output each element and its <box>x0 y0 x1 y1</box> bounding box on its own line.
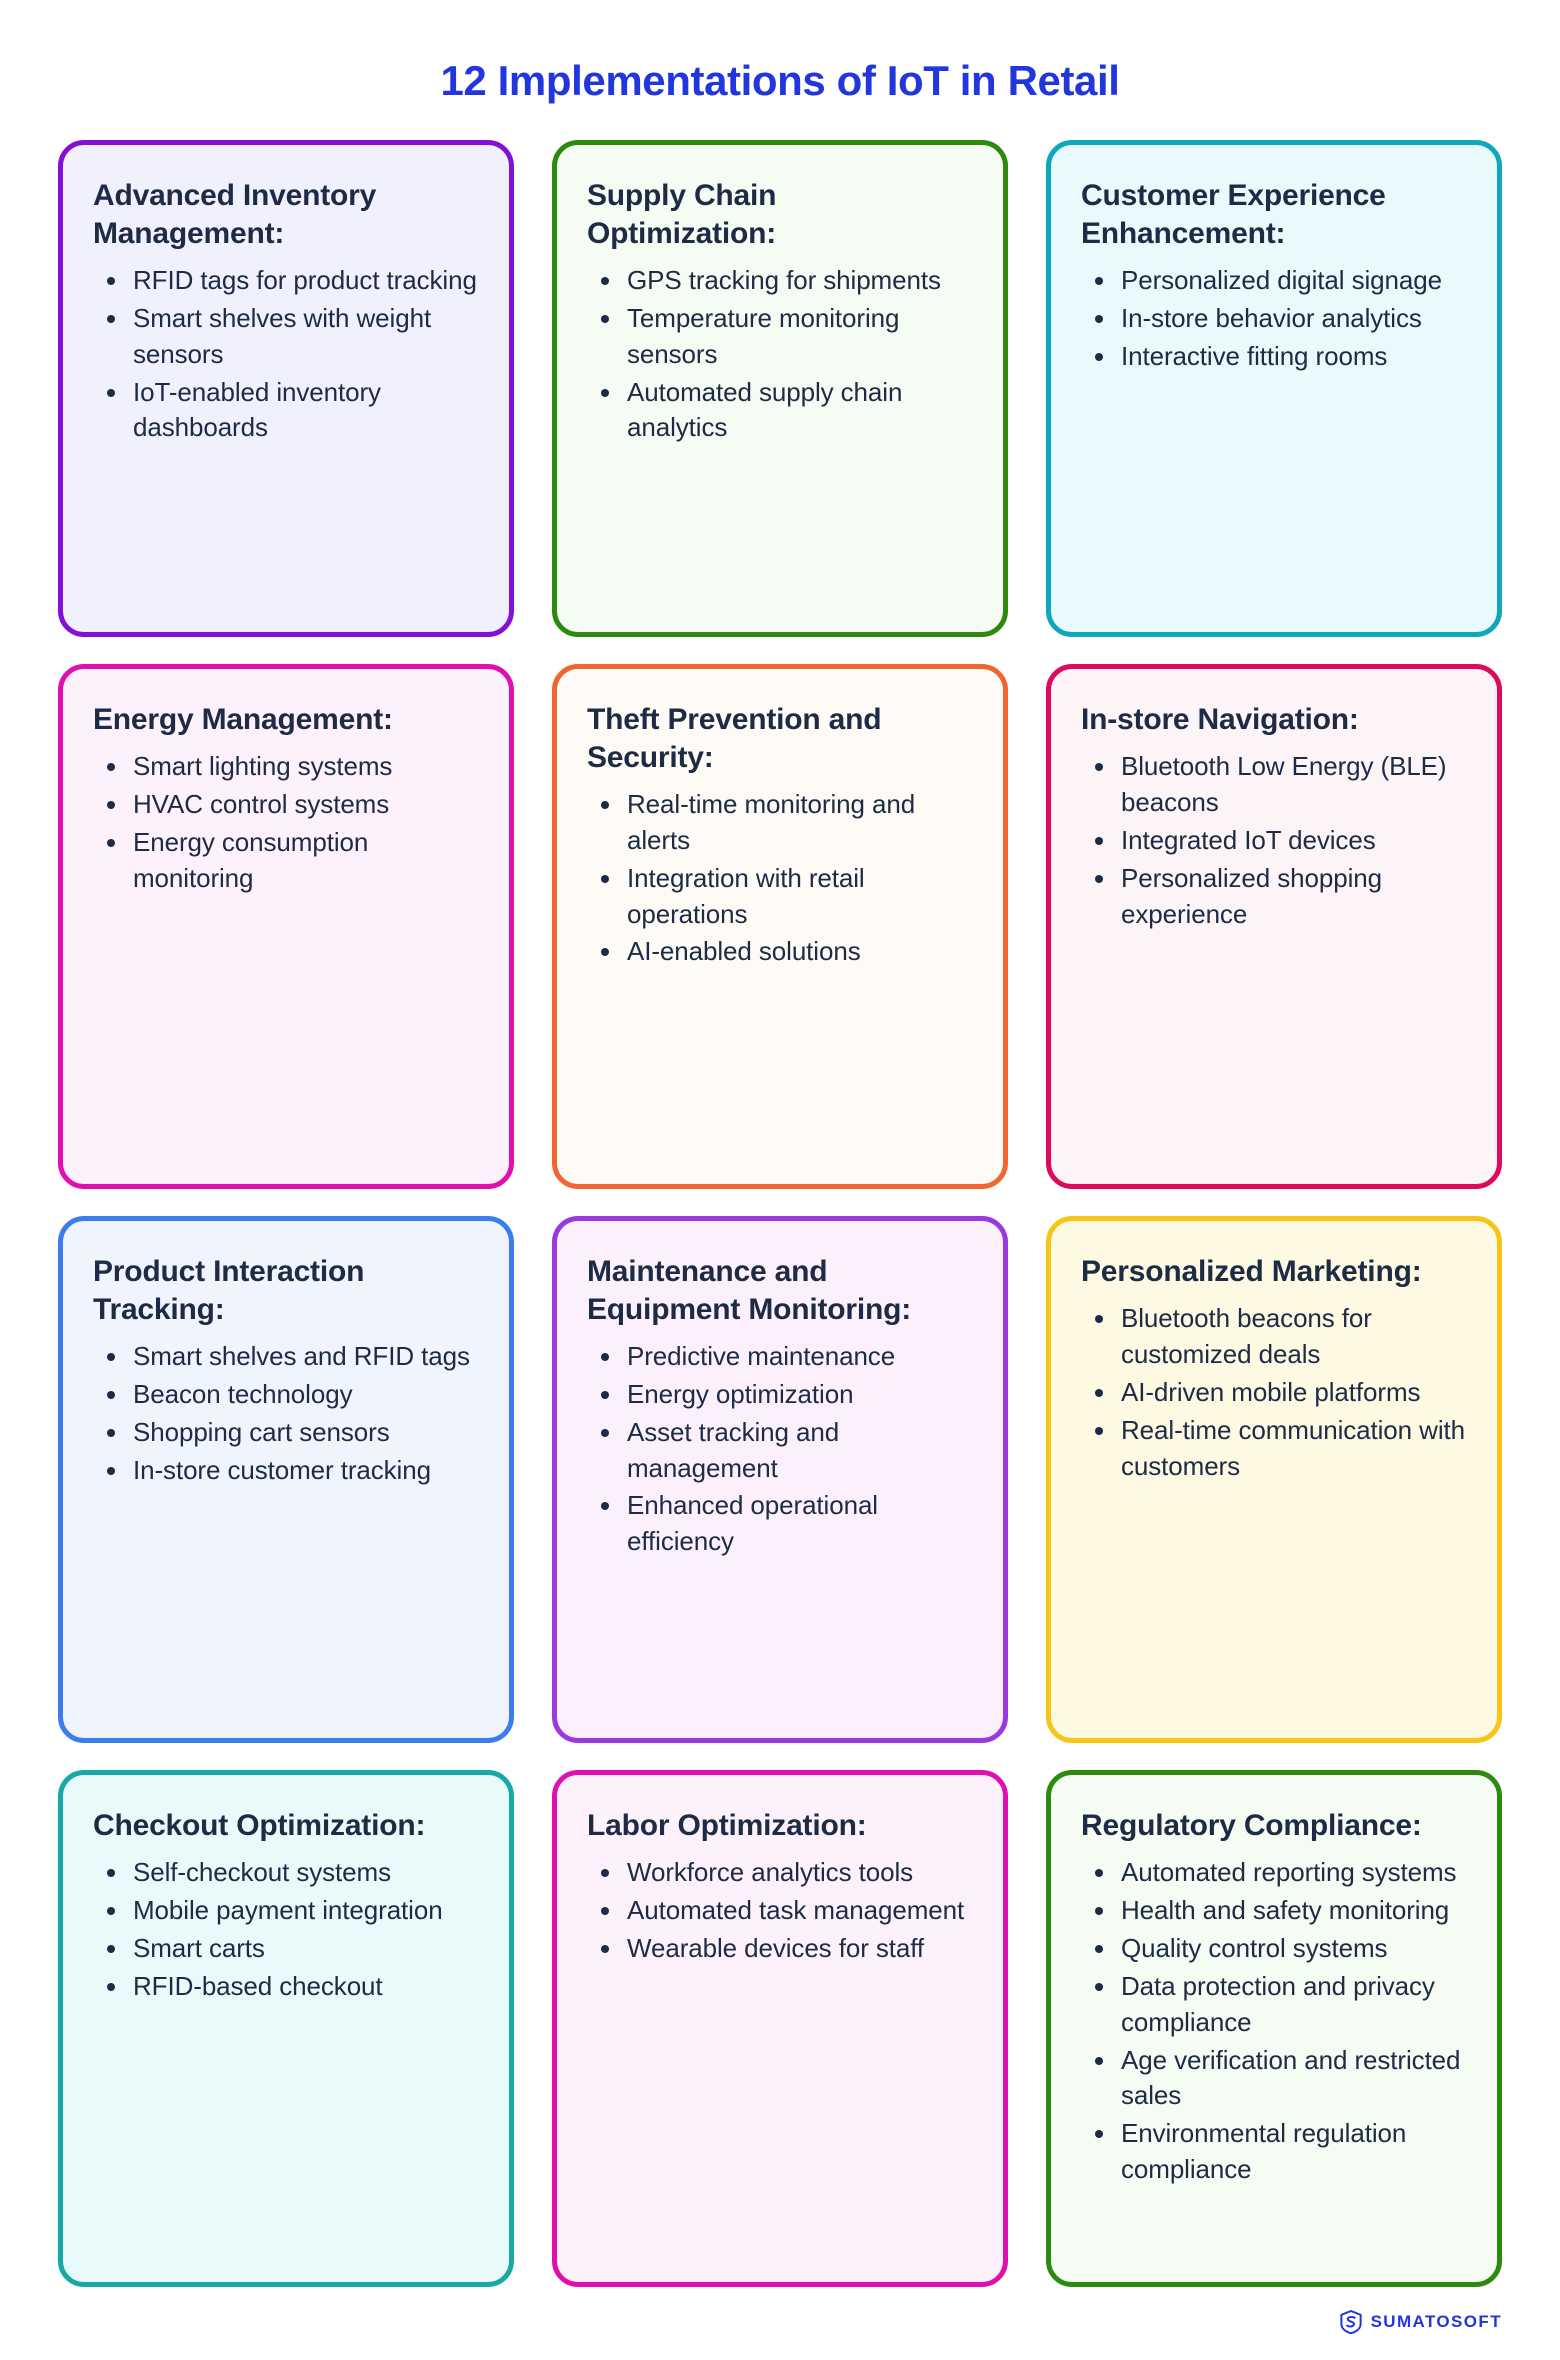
list-item: Interactive fitting rooms <box>1087 339 1467 375</box>
list-item: Personalized shopping experience <box>1087 861 1467 933</box>
cards-grid: Advanced Inventory Management: RFID tags … <box>54 140 1506 2288</box>
list-item: Bluetooth beacons for customized deals <box>1087 1301 1467 1373</box>
list-item: Mobile payment integration <box>99 1893 479 1929</box>
list-item: IoT-enabled inventory dashboards <box>99 375 479 447</box>
list-item: GPS tracking for shipments <box>593 263 973 299</box>
list-item: Integrated IoT devices <box>1087 823 1467 859</box>
card-title: Maintenance and Equipment Monitoring: <box>587 1255 912 1327</box>
list-item: Health and safety monitoring <box>1087 1893 1467 1929</box>
list-item: Enhanced operational efficiency <box>593 1488 973 1560</box>
card: Advanced Inventory Management: RFID tags … <box>58 140 514 638</box>
list-item: RFID tags for product tracking <box>99 263 479 299</box>
card: Personalized Marketing: Bluetooth beacons… <box>1046 1216 1502 1744</box>
list-item: Real-time communication with customers <box>1087 1413 1467 1485</box>
list-item: In-store behavior analytics <box>1087 301 1467 337</box>
list-item: In-store customer tracking <box>99 1453 479 1489</box>
list-item: Workforce analytics tools <box>593 1855 973 1891</box>
list-item: Smart shelves with weight sensors <box>99 301 479 373</box>
list-item: Environmental regulation compliance <box>1087 2116 1467 2188</box>
card: Theft Prevention and Security: Real-time … <box>552 664 1008 1190</box>
list-item: AI-driven mobile platforms <box>1087 1375 1467 1411</box>
card: Supply Chain Optimization: GPS tracking f… <box>552 140 1008 638</box>
list-item: Beacon technology <box>99 1377 479 1413</box>
card-title: Supply Chain Optimization: <box>587 179 777 251</box>
list-item: Smart shelves and RFID tags <box>99 1339 479 1375</box>
sumatosoft-shield-logo-icon <box>1339 2310 1362 2334</box>
card-title: Advanced Inventory Management: <box>93 179 377 251</box>
list-item: RFID-based checkout <box>99 1969 479 2005</box>
card-title: Energy Management: <box>93 703 393 737</box>
list-item: Energy consumption monitoring <box>99 825 479 897</box>
card-title: Checkout Optimization: <box>93 1809 426 1843</box>
list-item: Automated reporting systems <box>1087 1855 1467 1891</box>
list-item: Temperature monitoring sensors <box>593 301 973 373</box>
card-title: Customer Experience Enhancement: <box>1081 179 1386 251</box>
list-item: Asset tracking and management <box>593 1415 973 1487</box>
list-item: Energy optimization <box>593 1377 973 1413</box>
card: Labor Optimization: Workforce analytics t… <box>552 1770 1008 2288</box>
list-item: Integration with retail operations <box>593 861 973 933</box>
footer-brand-name: SUMATOSOFT <box>1370 2312 1502 2331</box>
list-item: Smart carts <box>99 1931 479 1967</box>
list-item: AI-enabled solutions <box>593 934 973 970</box>
list-item: HVAC control systems <box>99 787 479 823</box>
list-item: Real-time monitoring and alerts <box>593 787 973 859</box>
list-item: Age verification and restricted sales <box>1087 2043 1467 2115</box>
card: Regulatory Compliance: Automated reportin… <box>1046 1770 1502 2288</box>
card-title: Regulatory Compliance: <box>1081 1809 1422 1843</box>
card-title: Theft Prevention and Security: <box>587 703 882 775</box>
card-title: Product Interaction Tracking: <box>93 1255 365 1327</box>
page-title: 12 Implementations of IoT in Retail <box>440 57 1120 104</box>
list-item: Predictive maintenance <box>593 1339 973 1375</box>
list-item: Smart lighting systems <box>99 749 479 785</box>
list-item: Bluetooth Low Energy (BLE) beacons <box>1087 749 1467 821</box>
card: Maintenance and Equipment Monitoring: Pre… <box>552 1216 1008 1744</box>
card-title: Personalized Marketing: <box>1081 1255 1422 1289</box>
card: Checkout Optimization: Self-checkout syst… <box>58 1770 514 2288</box>
card: Energy Management: Smart lighting systems… <box>58 664 514 1190</box>
card: Product Interaction Tracking: Smart shelv… <box>58 1216 514 1744</box>
list-item: Quality control systems <box>1087 1931 1467 1967</box>
list-item: Wearable devices for staff <box>593 1931 973 1967</box>
list-item: Shopping cart sensors <box>99 1415 479 1451</box>
list-item: Self-checkout systems <box>99 1855 479 1891</box>
list-item: Personalized digital signage <box>1087 263 1467 299</box>
list-item: Automated supply chain analytics <box>593 375 973 447</box>
card: In-store Navigation: Bluetooth Low Energy… <box>1046 664 1502 1190</box>
card-title: In-store Navigation: <box>1081 703 1359 737</box>
list-item: Data protection and privacy compliance <box>1087 1969 1467 2041</box>
footer-brand: SUMATOSOFT <box>1339 2310 1502 2334</box>
card: Customer Experience Enhancement: Personal… <box>1046 140 1502 638</box>
list-item: Automated task management <box>593 1893 973 1929</box>
card-title: Labor Optimization: <box>587 1809 867 1843</box>
